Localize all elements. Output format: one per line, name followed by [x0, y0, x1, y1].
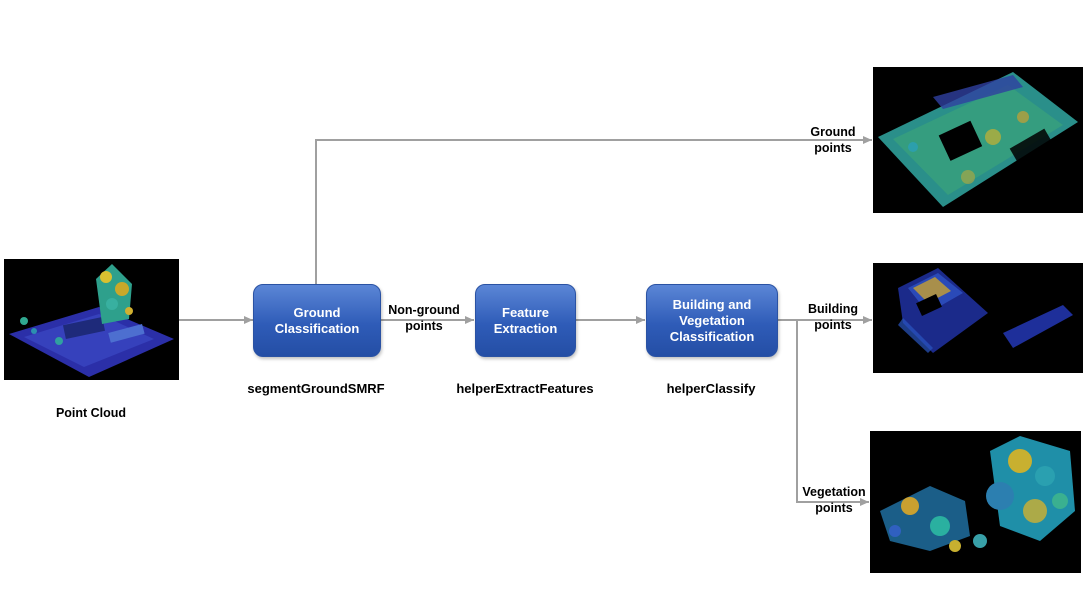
feature-extraction-box[interactable]: Feature Extraction	[475, 284, 576, 357]
ground-points-image	[873, 67, 1083, 213]
function-classify: helperClassify	[666, 381, 756, 396]
ground-box-line2: Classification	[274, 320, 360, 336]
input-point-cloud-image	[4, 259, 179, 380]
arrow-ground-points	[315, 136, 872, 284]
edge-ground-line2: points	[814, 141, 852, 155]
classify-box-line3: Classification	[669, 328, 755, 344]
feature-box-line1: Feature	[502, 304, 549, 320]
point-cloud-label: Point Cloud	[55, 406, 127, 420]
edge-building-line2: points	[814, 318, 852, 332]
feature-box-line2: Extraction	[493, 320, 558, 336]
arrow-vegetation-points	[796, 320, 869, 506]
classify-box-line1: Building and	[672, 296, 752, 312]
edge-vegetation-line1: Vegetation	[802, 485, 866, 499]
edge-ground-line1: Ground	[810, 125, 856, 139]
edge-label-vegetation: Vegetation points	[796, 484, 872, 516]
edge-label-building: Building points	[800, 301, 866, 333]
edge-vegetation-line2: points	[815, 501, 853, 515]
function-segment-ground: segmentGroundSMRF	[247, 381, 385, 396]
edge-nonground-line1: Non-ground	[388, 303, 460, 317]
edge-label-ground: Ground points	[800, 124, 866, 156]
vegetation-points-image	[870, 431, 1081, 573]
edge-building-line1: Building	[808, 302, 858, 316]
function-extract-features: helperExtractFeatures	[456, 381, 594, 396]
building-vegetation-classification-box[interactable]: Building and Vegetation Classification	[646, 284, 778, 357]
edge-nonground-line2: points	[405, 319, 443, 333]
building-points-image	[873, 263, 1083, 373]
ground-box-line1: Ground	[293, 304, 341, 320]
edge-label-nonground: Non-ground points	[383, 302, 465, 334]
classify-box-line2: Vegetation	[679, 312, 745, 328]
ground-classification-box[interactable]: Ground Classification	[253, 284, 381, 357]
